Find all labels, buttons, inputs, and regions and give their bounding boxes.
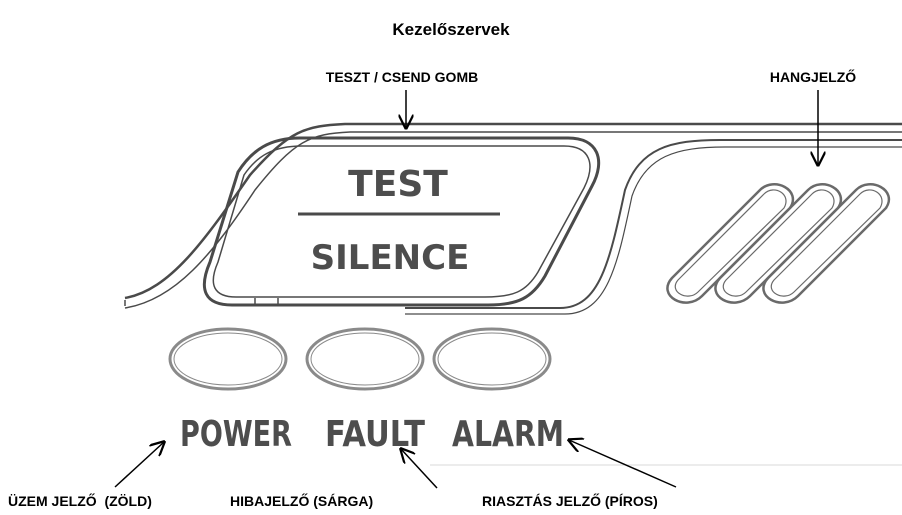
- alarm-label: ALARM: [452, 414, 564, 455]
- buzzer-grille: [666, 183, 890, 304]
- power-led: [168, 327, 288, 391]
- housing-ridge: [405, 139, 902, 315]
- arrow-power: [114, 442, 164, 488]
- callout-fault: HIBAJELZŐ (SÁRGA): [230, 492, 373, 509]
- arrow-fault: [401, 449, 438, 489]
- callout-arrows: [114, 90, 818, 489]
- alarm-led: [432, 327, 552, 391]
- fault-label: FAULT: [325, 414, 425, 455]
- silence-label: SILENCE: [311, 238, 470, 278]
- diagram-title: Kezelőszervek: [392, 20, 510, 39]
- test-silence-button[interactable]: [202, 136, 601, 307]
- callout-buzzer: HANGJELZŐ: [770, 68, 856, 85]
- callout-alarm: RIASZTÁS JELZŐ (PÍROS): [482, 492, 658, 509]
- fault-led: [305, 327, 425, 391]
- arrow-alarm: [569, 440, 677, 488]
- buzzer-slot: [762, 183, 890, 304]
- buzzer-slot: [714, 183, 842, 304]
- callout-test-silence: TESZT / CSEND GOMB: [326, 69, 478, 85]
- test-label: TEST: [348, 164, 448, 205]
- power-label: POWER: [180, 414, 292, 455]
- callout-power: ÜZEM JELZŐ (ZÖLD): [8, 492, 152, 509]
- buzzer-slot: [666, 183, 794, 304]
- device-housing: [124, 122, 902, 309]
